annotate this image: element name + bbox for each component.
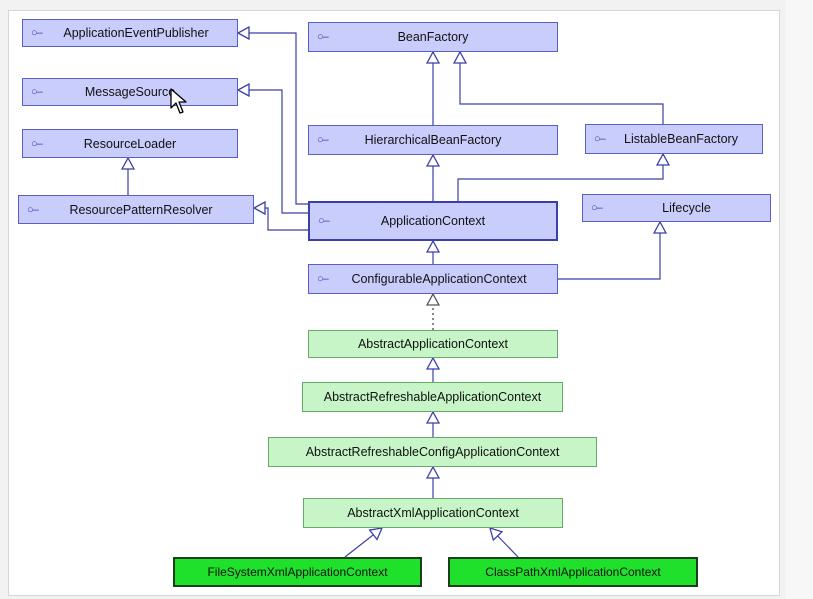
node-lifecycle[interactable]: ○– Lifecycle: [582, 194, 771, 222]
node-application-context[interactable]: ○– ApplicationContext: [308, 201, 558, 241]
edge-ac-to-lbf: [457, 154, 663, 201]
node-class-path-xml-application-context[interactable]: ClassPathXmlApplicationContext: [448, 557, 698, 587]
node-application-event-publisher[interactable]: ○– ApplicationEventPublisher: [22, 19, 238, 47]
node-abstract-refreshable-config-application-context[interactable]: AbstractRefreshableConfigApplicationCont…: [268, 437, 597, 467]
node-resource-loader[interactable]: ○– ResourceLoader: [22, 129, 238, 158]
edge-ac-to-rpr: [254, 208, 308, 231]
interface-icon: ○–: [591, 202, 603, 214]
edge-cp-to-axac: [490, 528, 519, 558]
interface-icon: ○–: [31, 27, 43, 39]
edge-ac-to-ms: [238, 90, 308, 214]
interface-icon: ○–: [31, 137, 43, 150]
node-listable-bean-factory[interactable]: ○– ListableBeanFactory: [585, 124, 763, 154]
interface-icon: ○–: [317, 273, 329, 285]
interface-icon: ○–: [594, 133, 606, 145]
interface-icon: ○–: [317, 134, 329, 146]
node-abstract-application-context[interactable]: AbstractApplicationContext: [308, 330, 558, 358]
edge-fs-to-axac: [344, 528, 382, 558]
node-message-source[interactable]: ○– MessageSource: [22, 78, 238, 106]
interface-icon: ○–: [317, 31, 329, 43]
interface-icon: ○–: [318, 215, 330, 227]
node-hierarchical-bean-factory[interactable]: ○– HierarchicalBeanFactory: [308, 125, 558, 155]
node-bean-factory[interactable]: ○– BeanFactory: [308, 22, 558, 52]
mouse-cursor-icon: [170, 88, 187, 114]
edge-cac-to-lc: [558, 222, 660, 280]
node-abstract-xml-application-context[interactable]: AbstractXmlApplicationContext: [303, 498, 563, 528]
right-edge-strip: [786, 0, 813, 599]
edge-ac-to-aep: [238, 33, 308, 205]
interface-icon: ○–: [27, 203, 39, 216]
node-file-system-xml-application-context[interactable]: FileSystemXmlApplicationContext: [173, 557, 422, 587]
edge-lbf-to-bf: [460, 52, 664, 124]
interface-icon: ○–: [31, 86, 43, 98]
node-configurable-application-context[interactable]: ○– ConfigurableApplicationContext: [308, 264, 558, 294]
node-resource-pattern-resolver[interactable]: ○– ResourcePatternResolver: [18, 195, 254, 224]
node-abstract-refreshable-application-context[interactable]: AbstractRefreshableApplicationContext: [302, 382, 563, 412]
